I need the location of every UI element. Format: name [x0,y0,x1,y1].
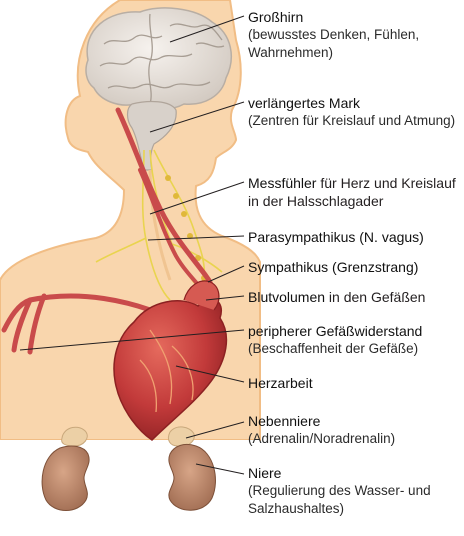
label-blutvolumen: Blutvolumen in den Gefäßen [248,288,460,306]
label-nebenniere-desc: (Adrenalin/Noradrenalin) [248,430,460,448]
label-blutvolumen-desc: in den Gefäßen [325,289,425,305]
label-gefaess-desc: (Beschaffenheit der Gefäße) [248,340,460,358]
label-niere: Niere (Regulierung des Wasser- und Salzh… [248,464,460,518]
label-herzarbeit: Herzarbeit [248,374,460,392]
label-mark: verlängertes Mark (Zentren für Kreislauf… [248,94,460,130]
label-parasympathikus-title: Parasympathikus (N. vagus) [248,229,424,245]
label-grosshirn-title: Großhirn [248,9,303,25]
label-gefaess: peripherer Gefäßwiderstand (Beschaffenhe… [248,322,460,358]
label-grosshirn-desc: (bewusstes Denken, Fühlen, Wahrnehmen) [248,26,460,62]
label-niere-desc: (Regulierung des Wasser- und Salzhaushal… [248,482,460,518]
label-gefaess-title: peripherer Gefäßwiderstand [248,323,422,339]
label-nebenniere: Nebenniere (Adrenalin/Noradrenalin) [248,412,460,448]
label-nebenniere-title: Nebenniere [248,413,320,429]
label-mark-desc: (Zentren für Kreislauf und Atmung) [248,112,460,130]
label-niere-title: Niere [248,465,281,481]
label-herzarbeit-title: Herzarbeit [248,375,313,391]
label-mark-title: verlängertes Mark [248,95,360,111]
label-grosshirn: Großhirn (bewusstes Denken, Fühlen, Wahr… [248,8,460,62]
label-sympathikus: Sympathikus (Grenzstrang) [248,258,460,276]
label-messfuehler-title: Messfühler [248,175,316,191]
label-blutvolumen-title: Blutvolumen [248,289,325,305]
label-messfuehler: Messfühler für Herz und Kreislauf in der… [248,174,460,210]
label-parasympathikus: Parasympathikus (N. vagus) [248,228,460,246]
label-sympathikus-title: Sympathikus (Grenzstrang) [248,259,418,275]
